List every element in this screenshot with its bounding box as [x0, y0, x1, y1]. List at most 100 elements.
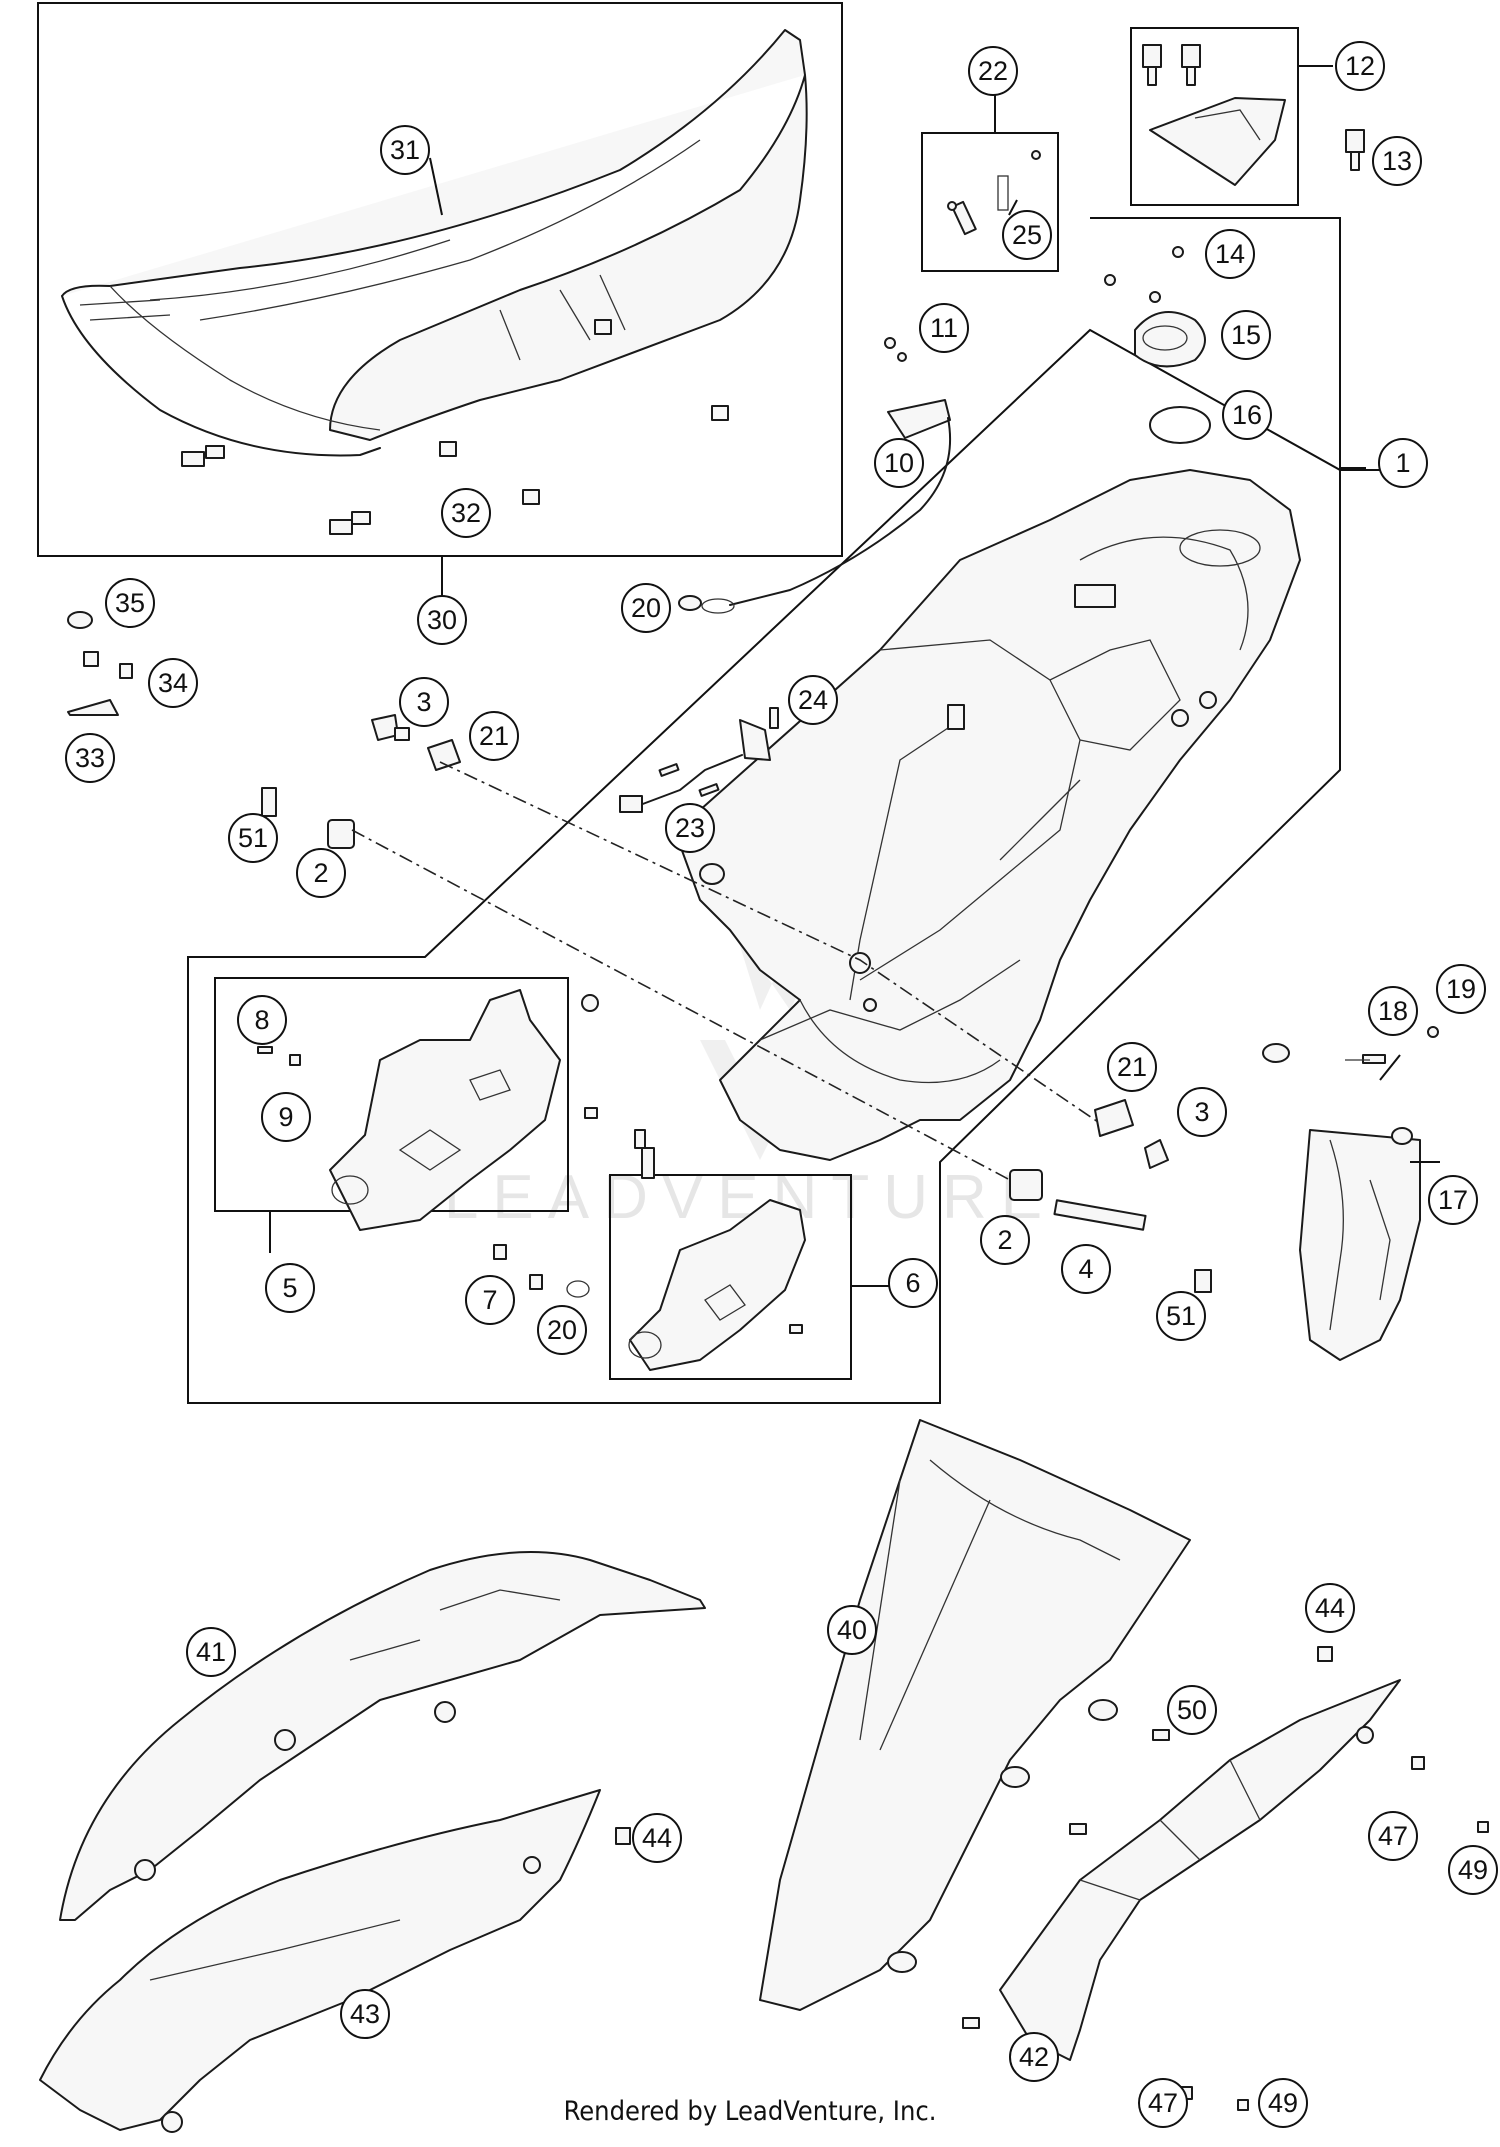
- fasteners-7-20: [493, 1244, 590, 1298]
- callout-24[interactable]: 24: [788, 675, 838, 725]
- svg-text:14: 14: [1215, 239, 1245, 269]
- seat-group-box: [37, 2, 843, 557]
- svg-text:33: 33: [75, 743, 105, 773]
- seat-part-31: [61, 29, 808, 457]
- callout-1[interactable]: 1: [1378, 438, 1428, 488]
- callout-15[interactable]: 15: [1221, 310, 1271, 360]
- svg-text:47: 47: [1148, 2088, 1178, 2118]
- svg-text:3: 3: [416, 687, 431, 717]
- callout-51-lower[interactable]: 51: [1156, 1291, 1206, 1341]
- callout-34[interactable]: 34: [148, 658, 198, 708]
- svg-text:43: 43: [350, 1999, 380, 2029]
- svg-text:15: 15: [1231, 320, 1261, 350]
- callout-12[interactable]: 12: [1335, 41, 1385, 91]
- svg-text:22: 22: [978, 56, 1008, 86]
- svg-text:47: 47: [1378, 1821, 1408, 1851]
- svg-text:44: 44: [642, 1823, 672, 1853]
- seat-screws-32: [181, 319, 729, 535]
- key-13: [1345, 129, 1365, 171]
- callout-3-upper[interactable]: 3: [399, 677, 449, 727]
- callout-23[interactable]: 23: [665, 803, 715, 853]
- callout-10[interactable]: 10: [874, 438, 924, 488]
- callout-47-upper[interactable]: 47: [1368, 1811, 1418, 1861]
- fuel-cap-parts: [1104, 246, 1211, 444]
- svg-text:4: 4: [1078, 1254, 1093, 1284]
- callout-43[interactable]: 43: [340, 1989, 390, 2039]
- svg-text:34: 34: [158, 668, 188, 698]
- callout-31[interactable]: 31: [380, 125, 430, 175]
- callout-33[interactable]: 33: [65, 733, 115, 783]
- callout-2-upper[interactable]: 2: [296, 848, 346, 898]
- bracket-group-box-6: [609, 1174, 852, 1380]
- svg-text:7: 7: [482, 1285, 497, 1315]
- callout-5[interactable]: 5: [265, 1263, 315, 1313]
- callout-16[interactable]: 16: [1222, 390, 1272, 440]
- callout-7[interactable]: 7: [465, 1275, 515, 1325]
- tap-parts-25: [947, 150, 1041, 236]
- callout-44-left[interactable]: 44: [632, 1813, 682, 1863]
- callout-14[interactable]: 14: [1205, 229, 1255, 279]
- callout-3-lower[interactable]: 3: [1177, 1087, 1227, 1137]
- callout-8[interactable]: 8: [237, 995, 287, 1045]
- callout-30[interactable]: 30: [417, 595, 467, 645]
- svg-text:10: 10: [884, 448, 914, 478]
- callout-21-upper[interactable]: 21: [469, 711, 519, 761]
- callout-40[interactable]: 40: [827, 1605, 877, 1655]
- svg-text:51: 51: [238, 823, 268, 853]
- callout-20-lower[interactable]: 20: [537, 1305, 587, 1355]
- callout-44-right[interactable]: 44: [1305, 1583, 1355, 1633]
- svg-text:21: 21: [1117, 1052, 1147, 1082]
- svg-text:41: 41: [196, 1637, 226, 1667]
- svg-text:49: 49: [1268, 2088, 1298, 2118]
- svg-text:17: 17: [1438, 1185, 1468, 1215]
- callout-2-lower[interactable]: 2: [980, 1215, 1030, 1265]
- callout-13[interactable]: 13: [1372, 136, 1422, 186]
- bracket-5: [257, 989, 599, 1231]
- svg-text:2: 2: [313, 858, 328, 888]
- svg-text:20: 20: [631, 593, 661, 623]
- svg-text:11: 11: [930, 313, 958, 343]
- callout-35[interactable]: 35: [105, 578, 155, 628]
- callout-49-upper[interactable]: 49: [1448, 1845, 1498, 1895]
- callout-21-lower[interactable]: 21: [1107, 1042, 1157, 1092]
- callouts: 31 32 30 22 25 12 13 14 15 16 1 11 10 20…: [65, 41, 1498, 2128]
- callout-4[interactable]: 4: [1061, 1244, 1111, 1294]
- svg-text:19: 19: [1446, 974, 1476, 1004]
- callout-19[interactable]: 19: [1436, 964, 1486, 1014]
- svg-text:44: 44: [1315, 1593, 1345, 1623]
- svg-text:20: 20: [547, 1315, 577, 1345]
- callout-25[interactable]: 25: [1002, 210, 1052, 260]
- svg-text:40: 40: [837, 1615, 867, 1645]
- svg-text:51: 51: [1166, 1301, 1196, 1331]
- svg-text:18: 18: [1378, 996, 1408, 1026]
- callout-41[interactable]: 41: [186, 1627, 236, 1677]
- svg-text:12: 12: [1345, 51, 1375, 81]
- callout-42[interactable]: 42: [1009, 2032, 1059, 2082]
- callout-22[interactable]: 22: [968, 46, 1018, 96]
- callout-49-lower[interactable]: 49: [1258, 2078, 1308, 2128]
- svg-text:16: 16: [1232, 400, 1262, 430]
- callout-32[interactable]: 32: [441, 488, 491, 538]
- sensor-24: [619, 707, 779, 813]
- side-panel-43: [39, 1789, 631, 2133]
- callout-9[interactable]: 9: [261, 1092, 311, 1142]
- svg-text:2: 2: [997, 1225, 1012, 1255]
- callout-47-lower[interactable]: 47: [1138, 2078, 1188, 2128]
- axis-line-lower: [351, 829, 1011, 1181]
- callout-17[interactable]: 17: [1428, 1175, 1478, 1225]
- axis-line-upper: [439, 761, 1099, 1123]
- callout-18[interactable]: 18: [1368, 986, 1418, 1036]
- callout-50[interactable]: 50: [1167, 1685, 1217, 1735]
- callout-6[interactable]: 6: [888, 1258, 938, 1308]
- fuel-tank-1: [679, 469, 1301, 1161]
- svg-text:6: 6: [905, 1268, 920, 1298]
- bracket-6: [628, 1129, 806, 1371]
- footer-credit: Rendered by LeadVenture, Inc.: [563, 2096, 937, 2127]
- svg-text:5: 5: [282, 1273, 297, 1303]
- callout-11[interactable]: 11: [919, 303, 969, 353]
- callout-51-upper[interactable]: 51: [228, 813, 278, 863]
- callout-20-upper[interactable]: 20: [621, 583, 671, 633]
- svg-text:24: 24: [798, 685, 828, 715]
- svg-text:8: 8: [254, 1005, 269, 1035]
